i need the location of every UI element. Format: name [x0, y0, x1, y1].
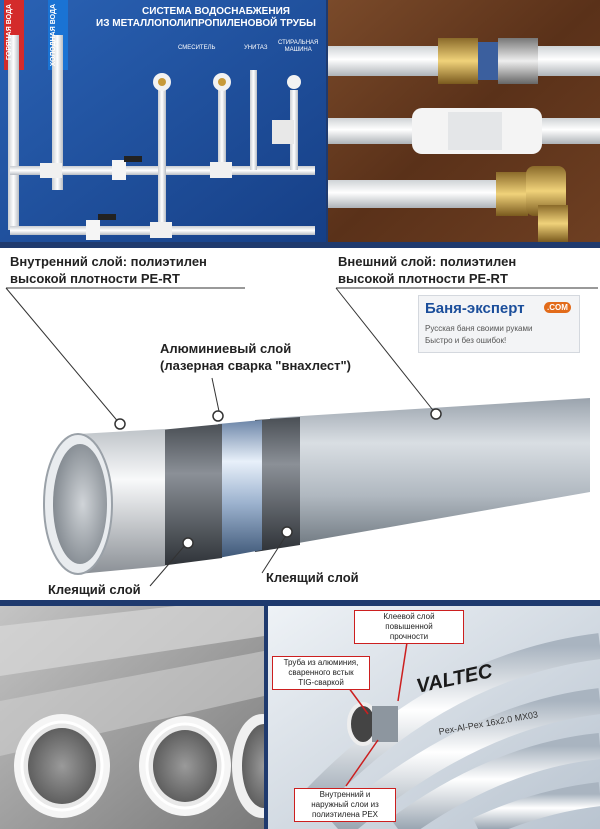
inner-layer-label: Внутренний слой: полиэтилен высокой плот… — [10, 253, 207, 287]
fittings-photo-figure — [328, 0, 600, 242]
glue-line2: повышенной — [385, 622, 433, 631]
outer-layer-label: Внешний слой: полиэтилен высокой плотнос… — [338, 253, 516, 287]
pex-line2: наружный слои из — [311, 800, 379, 809]
glue-layer-callout: Клеевой слой повышенной прочности — [354, 610, 464, 644]
inner-layer-line1: Внутренний слой: полиэтилен — [10, 254, 207, 269]
callout-dot — [430, 408, 442, 420]
hot-water-line2: ВОДА — [6, 4, 13, 25]
cold-water-label: ХОЛОДНАЯ ВОДА — [49, 4, 67, 66]
glue-line3: прочности — [389, 632, 429, 641]
panel-pipe-ends-photo — [0, 606, 264, 829]
panel-plumbing-board: СИСТЕМА ВОДОСНАБЖЕНИЯ ИЗ МЕТАЛЛОПОЛИПРОП… — [0, 0, 326, 242]
logo-line1: Русская баня своими руками — [425, 324, 533, 333]
alu-line1: Труба из алюминия, — [283, 658, 359, 667]
hot-water-label: ГОРЯЧАЯ ВОДА — [5, 4, 23, 60]
board-title-line2: ИЗ МЕТАЛЛОПОЛИПРОПИЛЕНОВОЙ ТРУБЫ — [96, 18, 316, 29]
alu-line2: сваренного встык — [288, 668, 354, 677]
pipe-cutaway-figure — [5, 287, 598, 587]
adhesive-right-label: Клеящий слой — [266, 570, 359, 585]
callout-dot — [182, 537, 194, 549]
aluminum-line2: (лазерная сварка "внахлест") — [160, 358, 351, 373]
inner-layer-line2: высокой плотности PE-RT — [10, 271, 180, 286]
logo-title-text: Баня-эксперт — [425, 300, 525, 317]
adhesive-left-label: Клеящий слой — [48, 582, 141, 597]
pex-layers-callout: Внутренний и наружный слои из полиэтилен… — [294, 788, 396, 822]
aluminum-layer-label: Алюминиевый слой (лазерная сварка "внахл… — [160, 340, 351, 374]
cold-water-line1: ХОЛОДНАЯ — [50, 26, 57, 67]
logo-com-badge: .COM — [544, 302, 571, 313]
cold-water-line2: ВОДА — [50, 4, 57, 25]
pex-line1: Внутренний и — [319, 790, 371, 799]
toilet-label: УНИТАЗ — [244, 45, 268, 51]
callout-dot — [212, 410, 224, 422]
plumbing-board-figure — [0, 0, 326, 242]
callout-dot — [114, 418, 126, 430]
site-logo: Баня-эксперт .COM Русская баня своими ру… — [418, 295, 580, 353]
callout-dot — [281, 526, 293, 538]
washer-label: СТИРАЛЬНАЯ МАШИНА — [278, 40, 318, 54]
pipe-ends-figure — [0, 606, 264, 829]
logo-line2: Быстро и без ошибок! — [425, 336, 507, 345]
hot-water-line1: ГОРЯЧАЯ — [6, 26, 13, 61]
pex-line3: полиэтилена PEX — [312, 810, 378, 819]
washer-line2: МАШИНА — [284, 47, 312, 53]
outer-layer-line2: высокой плотности PE-RT — [338, 271, 508, 286]
panel-fittings-photo — [328, 0, 600, 242]
washer-line1: СТИРАЛЬНАЯ — [278, 40, 319, 46]
board-title-line1: СИСТЕМА ВОДОСНАБЖЕНИЯ — [142, 6, 290, 17]
aluminum-line1: Алюминиевый слой — [160, 341, 292, 356]
glue-line1: Клеевой слой — [383, 612, 435, 621]
panel-pipe-layers-diagram: Внутренний слой: полиэтилен высокой плот… — [0, 248, 600, 600]
panel-valtec-coil: VALTEC Pex-Al-Pex 16x2.0 MX03 Клеевой сл… — [268, 606, 600, 829]
outer-layer-line1: Внешний слой: полиэтилен — [338, 254, 517, 269]
aluminum-tube-callout: Труба из алюминия, сваренного встык TIG-… — [272, 656, 370, 690]
mixer-label: СМЕСИТЕЛЬ — [178, 45, 216, 51]
alu-line3: TIG-сваркой — [298, 678, 344, 687]
logo-title: Баня-эксперт — [425, 300, 525, 317]
